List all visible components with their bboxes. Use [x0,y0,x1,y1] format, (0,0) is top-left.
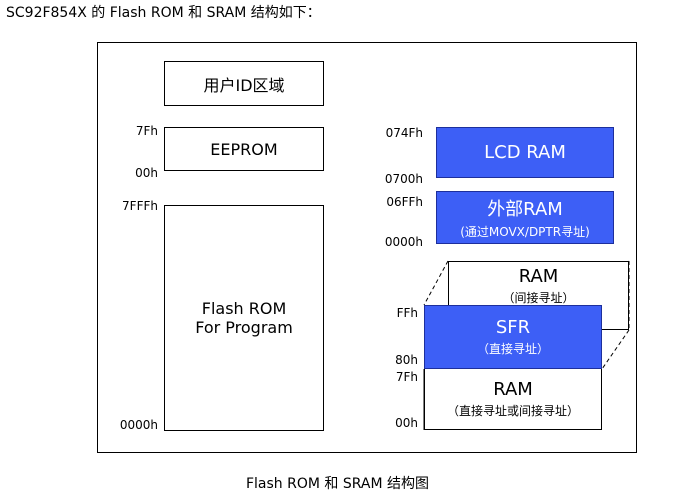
lcd-ram-box: LCD RAM [436,127,614,178]
lcd-ram-bottom-address: 0700h [384,172,423,186]
figure-caption: Flash ROM 和 SRAM 结构图 [245,476,430,492]
ext-ram-label: 外部RAM [487,199,563,220]
eeprom-box: EEPROM [164,127,324,171]
direct-indirect-ram-label: RAM [493,379,533,400]
user-id-area-label: 用户ID区域 [203,75,285,95]
sfr-label: SFR [495,317,531,338]
direct-ram-bottom-address: 00h [395,416,418,430]
flash-rom-line1: Flash ROM [201,299,287,318]
diagram-frame [97,42,637,453]
ext-ram-box: 外部RAM (通过MOVX/DPTR寻址) [436,191,614,244]
indirect-ram-sublabel: （间接寻址） [502,291,575,305]
indirect-ram-label: RAM [518,266,559,287]
user-id-area-box: 用户ID区域 [164,61,324,106]
lcd-ram-label: LCD RAM [484,142,566,163]
ext-ram-bottom-address: 0000h [384,235,423,249]
eeprom-bottom-address: 00h [135,166,158,180]
direct-indirect-ram-box: RAM （直接寻址或间接寻址） [424,369,602,430]
sfr-bottom-address: 80h [395,353,418,367]
sfr-top-address: FFh [396,306,418,320]
direct-indirect-ram-sublabel: （直接寻址或间接寻址） [446,404,579,418]
ext-ram-sublabel: (通过MOVX/DPTR寻址) [460,225,590,239]
flash-bottom-address: 0000h [119,418,158,432]
flash-rom-box: Flash ROM For Program [164,205,324,431]
eeprom-top-address: 7Fh [135,124,158,138]
sfr-box: SFR （直接寻址） [424,305,602,369]
flash-rom-line2: For Program [195,318,293,337]
lcd-ram-top-address: 074Fh [385,126,423,140]
page-heading: SC92F854X 的 Flash ROM 和 SRAM 结构如下： [6,5,321,21]
direct-ram-top-address: 7Fh [395,370,418,384]
eeprom-label: EEPROM [210,139,278,159]
sfr-sublabel: （直接寻址） [476,342,549,356]
ext-ram-top-address: 06FFh [386,195,423,209]
flash-top-address: 7FFFh [122,199,158,213]
